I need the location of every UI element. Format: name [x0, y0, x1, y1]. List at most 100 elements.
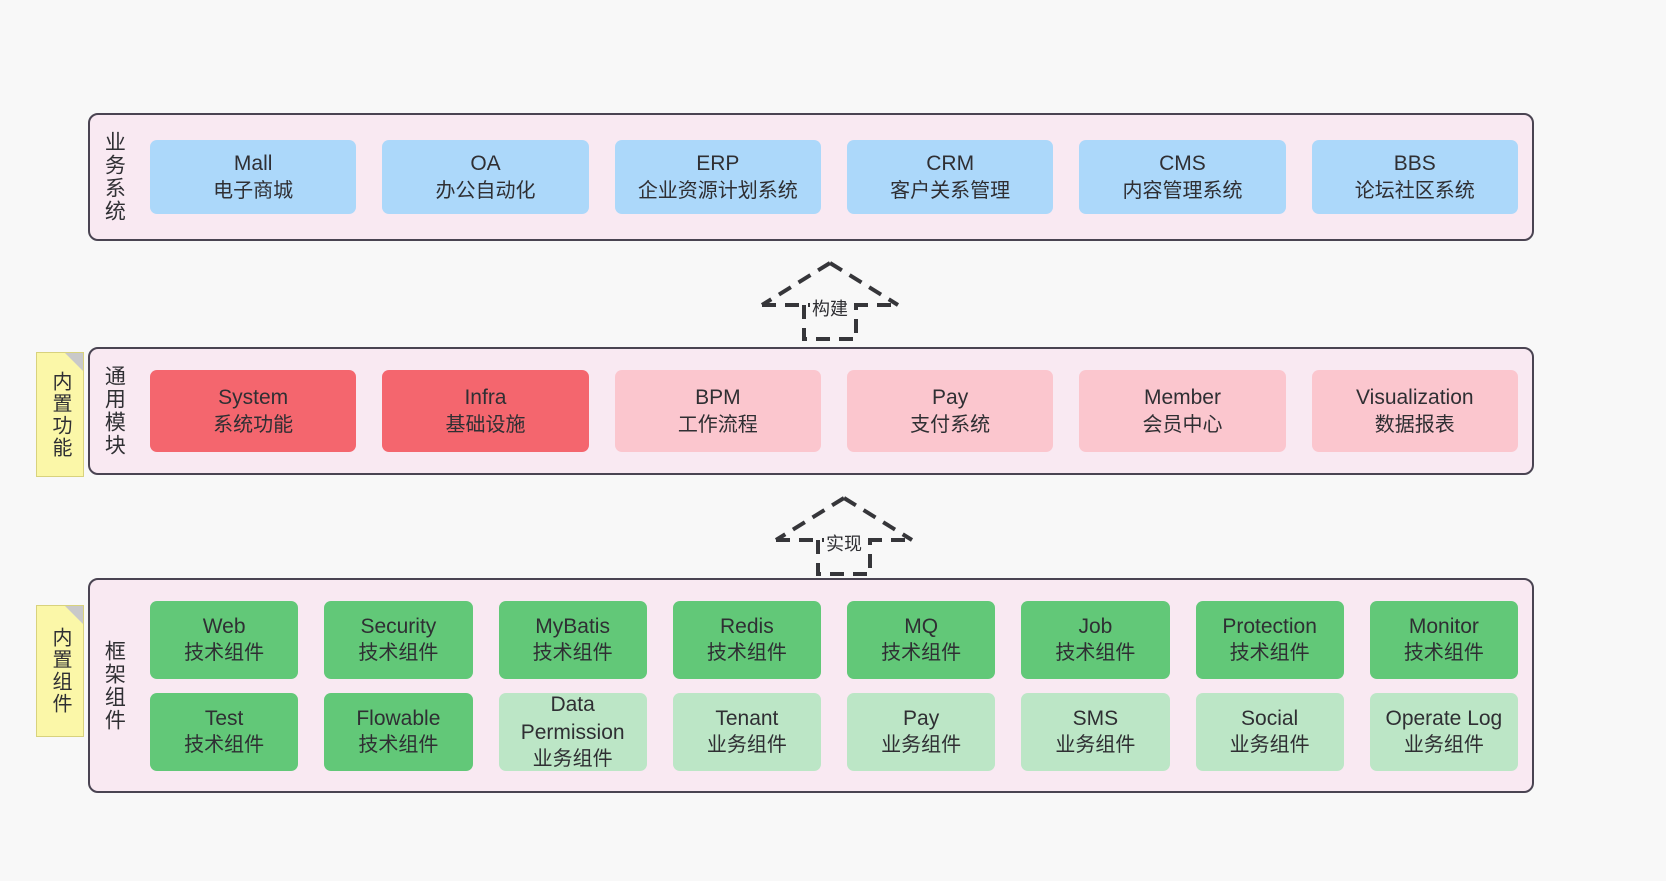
note-builtin-component: 内置组件: [36, 605, 84, 737]
card-tenant-desc: 业务组件: [706, 734, 787, 757]
card-oa-desc: 办公自动化: [435, 179, 536, 202]
card-social-desc: 业务组件: [1229, 734, 1310, 757]
card-social[interactable]: Social 业务组件: [1195, 692, 1344, 771]
card-mall[interactable]: Mall 电子商城: [150, 140, 357, 214]
card-mybatis-desc: 技术组件: [532, 642, 613, 665]
card-erp-name: ERP: [696, 152, 740, 176]
note-fold-icon: [65, 353, 83, 371]
card-erp[interactable]: ERP 企业资源计划系统: [614, 140, 821, 214]
card-operate-log[interactable]: Operate Log 业务组件: [1369, 692, 1518, 771]
card-mq-desc: 技术组件: [881, 642, 962, 665]
card-infra-name: Infra: [464, 386, 507, 410]
card-operate-log-desc: 业务组件: [1403, 734, 1484, 757]
realize-arrow-stem: [816, 540, 872, 576]
note-builtin-component-label: 内置组件: [49, 627, 71, 715]
layer-common-module-title: 通用模块: [102, 365, 126, 457]
card-data-permission[interactable]: Data Permission 业务组件: [498, 692, 647, 771]
card-pay-component-name: Pay: [903, 706, 940, 730]
card-pay-component-desc: 业务组件: [881, 734, 962, 757]
layer-business-system: 业务系统 Mall 电子商城 OA 办公自动化 ERP 企业资源计划系统 CRM…: [88, 113, 1534, 241]
card-oa[interactable]: OA 办公自动化: [382, 140, 589, 214]
layer-business-system-title: 业务系统: [102, 131, 126, 223]
card-bbs-name: BBS: [1393, 152, 1436, 176]
card-security-desc: 技术组件: [358, 642, 439, 665]
card-operate-log-name: Operate Log: [1385, 706, 1503, 730]
card-redis-desc: 技术组件: [706, 642, 787, 665]
card-infra[interactable]: Infra 基础设施: [382, 370, 589, 452]
card-member[interactable]: Member 会员中心: [1079, 370, 1286, 452]
card-job-desc: 技术组件: [1055, 642, 1136, 665]
connector-build: 构建: [758, 259, 902, 341]
card-data-permission-name: Data Permission: [520, 693, 625, 744]
card-tenant[interactable]: Tenant 业务组件: [672, 692, 821, 771]
card-web[interactable]: Web 技术组件: [150, 600, 299, 679]
card-test[interactable]: Test 技术组件: [150, 692, 299, 771]
card-cms-name: CMS: [1159, 152, 1206, 176]
connector-build-label: 构建: [810, 295, 850, 321]
card-security[interactable]: Security 技术组件: [324, 600, 473, 679]
card-crm-desc: 客户关系管理: [890, 179, 1011, 202]
card-monitor[interactable]: Monitor 技术组件: [1369, 600, 1518, 679]
card-protection-name: Protection: [1222, 614, 1317, 638]
card-system[interactable]: System 系统功能: [150, 370, 357, 452]
card-pay-common-name: Pay: [932, 386, 969, 410]
card-protection[interactable]: Protection 技术组件: [1195, 600, 1344, 679]
card-job[interactable]: Job 技术组件: [1021, 600, 1170, 679]
card-bpm-name: BPM: [695, 386, 741, 410]
card-oa-name: OA: [470, 152, 501, 176]
card-sms-name: SMS: [1072, 706, 1119, 730]
layer-framework-component-title: 框架组件: [102, 639, 126, 732]
card-system-desc: 系统功能: [213, 413, 294, 436]
card-crm[interactable]: CRM 客户关系管理: [846, 140, 1054, 214]
card-pay-component[interactable]: Pay 业务组件: [847, 692, 996, 771]
card-mybatis-name: MyBatis: [535, 614, 610, 638]
card-pay-common-desc: 支付系统: [910, 413, 991, 436]
card-test-desc: 技术组件: [184, 734, 265, 757]
build-arrow-left-edge: [760, 261, 832, 307]
card-visualization-name: Visualization: [1356, 386, 1474, 410]
realize-arrow-right-edge: [842, 496, 914, 542]
connector-realize: 实现: [772, 494, 916, 576]
card-mq-name: MQ: [904, 614, 939, 638]
card-job-name: Job: [1078, 614, 1113, 638]
card-bpm-desc: 工作流程: [677, 413, 758, 436]
card-flowable-name: Flowable: [356, 706, 441, 730]
card-sms-desc: 业务组件: [1055, 734, 1136, 757]
card-flowable[interactable]: Flowable 技术组件: [324, 692, 473, 771]
card-protection-desc: 技术组件: [1229, 642, 1310, 665]
realize-arrow-left-edge: [774, 496, 846, 542]
card-pay-common[interactable]: Pay 支付系统: [846, 370, 1054, 452]
card-redis[interactable]: Redis 技术组件: [672, 600, 821, 679]
card-web-name: Web: [202, 614, 246, 638]
card-redis-name: Redis: [720, 614, 774, 638]
build-arrow-stem: [802, 305, 858, 341]
layer-business-system-body: Mall 电子商城 OA 办公自动化 ERP 企业资源计划系统 CRM 客户关系…: [136, 115, 1532, 239]
card-social-name: Social: [1241, 706, 1299, 730]
card-erp-desc: 企业资源计划系统: [637, 179, 798, 202]
card-tenant-name: Tenant: [715, 706, 779, 730]
card-bbs-desc: 论坛社区系统: [1354, 179, 1475, 202]
layer-framework-component-body: Web 技术组件 Security 技术组件 MyBatis 技术组件 Redi…: [136, 580, 1532, 791]
card-test-name: Test: [204, 706, 244, 730]
card-visualization[interactable]: Visualization 数据报表: [1311, 370, 1518, 452]
note-builtin-function: 内置功能: [36, 352, 84, 477]
layer-common-module: 通用模块 System 系统功能 Infra 基础设施 BPM 工作流程 Pay…: [88, 347, 1534, 475]
framework-business-row: Test 技术组件 Flowable 技术组件 Data Permission …: [150, 692, 1518, 771]
card-sms[interactable]: SMS 业务组件: [1021, 692, 1170, 771]
card-bbs[interactable]: BBS 论坛社区系统: [1311, 140, 1518, 214]
card-bpm[interactable]: BPM 工作流程: [614, 370, 821, 452]
card-member-name: Member: [1143, 386, 1221, 410]
card-cms[interactable]: CMS 内容管理系统: [1079, 140, 1286, 214]
card-mq[interactable]: MQ 技术组件: [847, 600, 996, 679]
card-monitor-name: Monitor: [1408, 614, 1479, 638]
card-infra-desc: 基础设施: [445, 413, 526, 436]
layer-framework-component: 框架组件 Web 技术组件 Security 技术组件 MyBatis 技术组件…: [88, 578, 1534, 793]
card-crm-name: CRM: [926, 152, 975, 176]
card-mybatis[interactable]: MyBatis 技术组件: [498, 600, 647, 679]
common-card-row: System 系统功能 Infra 基础设施 BPM 工作流程 Pay 支付系统…: [150, 370, 1518, 452]
card-visualization-desc: 数据报表: [1374, 413, 1455, 436]
card-monitor-desc: 技术组件: [1403, 642, 1484, 665]
layer-common-module-body: System 系统功能 Infra 基础设施 BPM 工作流程 Pay 支付系统…: [136, 349, 1532, 473]
card-mall-name: Mall: [233, 152, 273, 176]
note-builtin-function-label: 内置功能: [49, 370, 71, 459]
